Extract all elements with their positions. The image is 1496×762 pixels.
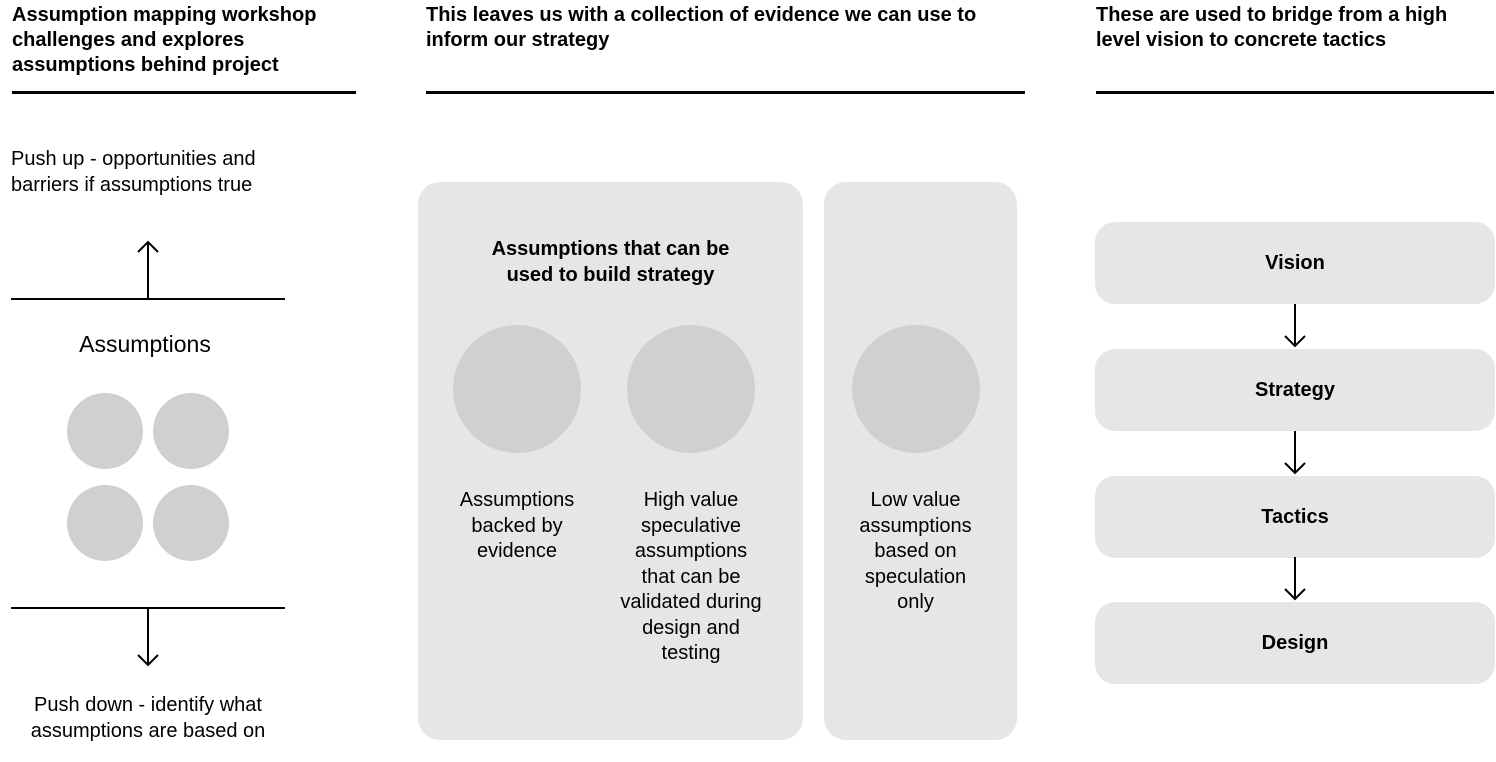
- strategy-panel-title: Assumptions that can be used to build st…: [491, 238, 730, 286]
- arrow-down-icon: [137, 607, 159, 667]
- arrow-down-icon: [1284, 431, 1306, 475]
- level-strategy: Strategy: [1095, 349, 1495, 431]
- level-design: Design: [1095, 602, 1495, 684]
- high-value-description: High value speculative assumptions that …: [620, 489, 762, 664]
- arrow-down-icon: [1284, 304, 1306, 348]
- evidence-description: Assumptions backed by evidence: [459, 489, 575, 562]
- arrow-up-icon: [137, 240, 159, 300]
- low-value-description: Low value assumptions based on speculati…: [859, 489, 972, 613]
- push-up-text: Push up - opportunities and barriers if …: [11, 148, 256, 196]
- low-value-circle: [852, 325, 980, 453]
- left-heading-rule: [12, 91, 356, 94]
- push-down-text: Push down - identify what assumptions ar…: [30, 694, 266, 742]
- left-heading: Assumption mapping workshop challenges a…: [12, 4, 317, 76]
- assumption-circle: [67, 393, 143, 469]
- level-tactics: Tactics: [1095, 476, 1495, 558]
- middle-heading: This leaves us with a collection of evid…: [426, 4, 977, 51]
- right-heading: These are used to bridge from a high lev…: [1096, 4, 1448, 51]
- level-vision: Vision: [1095, 222, 1495, 304]
- right-heading-rule: [1096, 91, 1494, 94]
- evidence-circle: [453, 325, 581, 453]
- arrow-down-icon: [1284, 557, 1306, 601]
- assumptions-label: Assumptions: [79, 331, 211, 357]
- assumption-circle: [153, 485, 229, 561]
- middle-heading-rule: [426, 91, 1025, 94]
- assumption-circle: [153, 393, 229, 469]
- assumption-circle: [67, 485, 143, 561]
- upper-divider: [11, 298, 285, 300]
- strategy-assumptions-panel: Assumptions that can be used to build st…: [418, 182, 803, 740]
- speculation-panel: Low value assumptions based on speculati…: [824, 182, 1017, 740]
- high-value-circle: [627, 325, 755, 453]
